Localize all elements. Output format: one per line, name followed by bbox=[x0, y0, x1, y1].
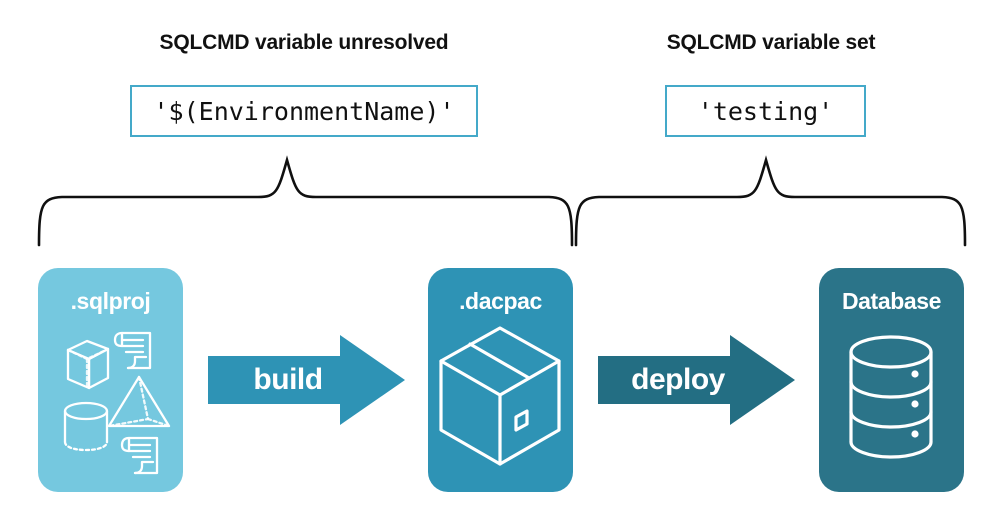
database-status-dots bbox=[911, 370, 919, 438]
scroll-icon bbox=[120, 436, 159, 475]
database-cylinder-icon bbox=[849, 335, 933, 459]
pyramid-icon bbox=[107, 375, 171, 428]
stage-box-dacpac: .dacpac bbox=[428, 268, 573, 492]
brace-left bbox=[37, 155, 574, 247]
cube-icon bbox=[66, 339, 110, 390]
stage-label-dacpac: .dacpac bbox=[459, 288, 542, 314]
stage-label-sqlproj: .sqlproj bbox=[70, 288, 151, 314]
sqlproj-artwork bbox=[63, 331, 171, 475]
heading-sqlcmd-set: SQLCMD variable set bbox=[666, 31, 876, 54]
scroll-icon bbox=[113, 331, 152, 370]
arrow-build-label: build bbox=[253, 363, 323, 396]
database-artwork bbox=[849, 335, 933, 459]
stage-box-database: Database bbox=[819, 268, 964, 492]
arrow-build-shape bbox=[208, 335, 405, 425]
cylinder-icon bbox=[63, 401, 109, 452]
arrow-deploy-label: deploy bbox=[631, 363, 725, 396]
dacpac-artwork bbox=[439, 326, 561, 466]
arrow-build: build bbox=[208, 334, 408, 426]
heading-sqlcmd-unresolved: SQLCMD variable unresolved bbox=[159, 31, 449, 54]
stage-label-database: Database bbox=[841, 288, 942, 314]
stage-box-sqlproj: .sqlproj bbox=[38, 268, 183, 492]
arrow-deploy: deploy bbox=[598, 334, 798, 426]
brace-right bbox=[574, 155, 967, 247]
code-box-environment-name: '$(EnvironmentName)' bbox=[130, 85, 478, 137]
arrow-deploy-shape bbox=[598, 335, 795, 425]
code-box-testing: 'testing' bbox=[665, 85, 866, 137]
package-box-icon bbox=[439, 326, 561, 466]
